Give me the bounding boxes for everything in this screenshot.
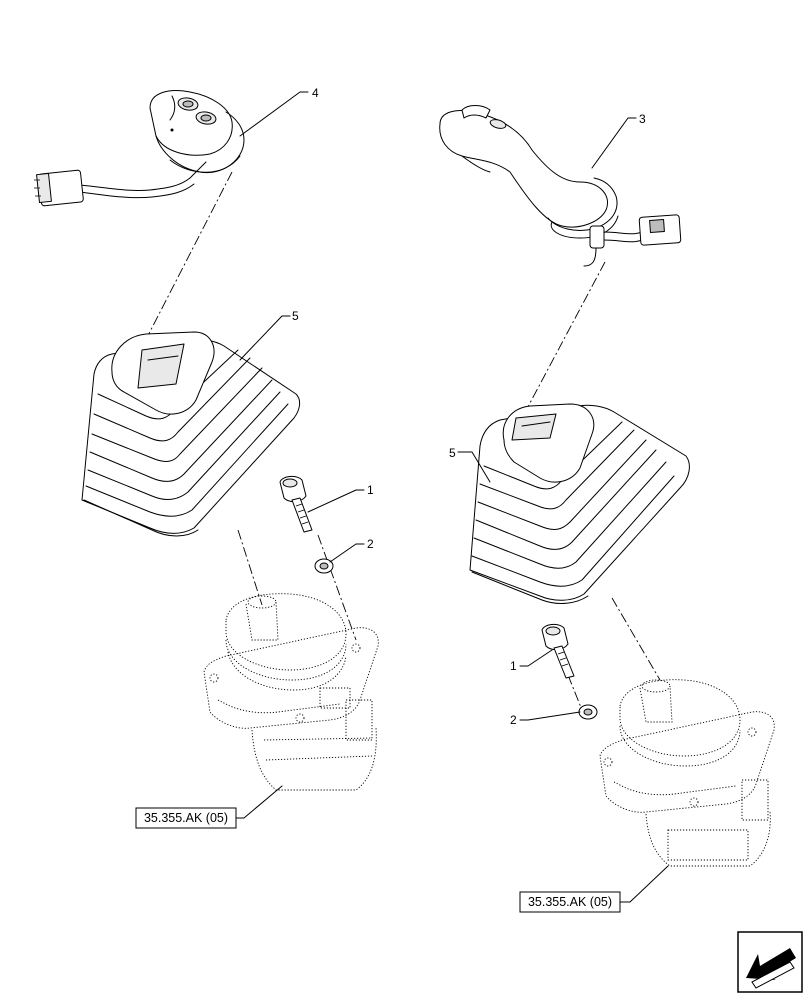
right-rubber-boot [469, 403, 690, 604]
left-washer [314, 558, 334, 574]
callout-1-right: 1 [510, 659, 517, 673]
leader-lines [235, 91, 669, 903]
callout-1-left: 1 [367, 483, 374, 497]
right-washer [578, 704, 598, 720]
reference-label-right: 35.355.AK (05) [528, 895, 612, 909]
right-screw [541, 623, 575, 679]
callout-5-left: 5 [292, 309, 299, 323]
reference-box-right[interactable]: 35.355.AK (05) [519, 891, 621, 913]
right-pilot-valve [599, 679, 775, 867]
left-joystick-grip [34, 90, 245, 207]
arrow-back-icon[interactable] [737, 931, 803, 993]
callout-4: 4 [312, 86, 319, 100]
left-rubber-boot [81, 331, 301, 537]
assembly-center-lines [137, 171, 661, 716]
reference-box-left[interactable]: 35.355.AK (05) [135, 807, 237, 829]
callout-3: 3 [639, 112, 646, 126]
right-joystick-grip [439, 105, 682, 267]
left-screw [279, 475, 313, 533]
left-pilot-valve [203, 593, 379, 791]
callout-2-left: 2 [367, 537, 374, 551]
callout-5-right: 5 [449, 446, 456, 460]
callout-2-right: 2 [510, 713, 517, 727]
reference-label-left: 35.355.AK (05) [144, 811, 228, 825]
